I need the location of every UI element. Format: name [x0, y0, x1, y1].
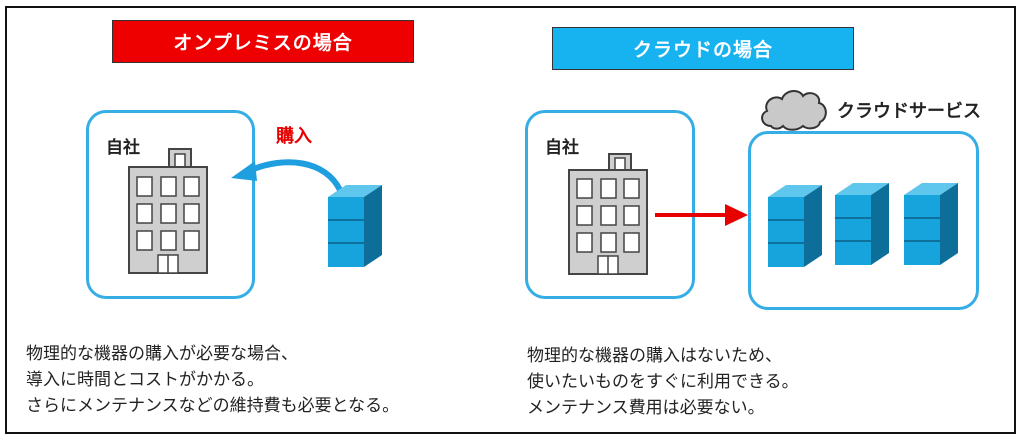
onprem-description-line: さらにメンテナンスなどの維持費も必要となる。	[26, 396, 400, 416]
cloud-service-label: クラウドサービス	[837, 101, 981, 122]
diagram-frame	[5, 6, 1016, 434]
onprem-title: オンプレミスの場合	[112, 20, 414, 63]
building-icon	[128, 148, 208, 274]
cloud-company-label: 自社	[545, 138, 579, 158]
purchase-arrow	[231, 159, 343, 192]
onprem-description-line: 物理的な機器の購入が必要な場合、	[26, 344, 298, 364]
cloud-description-line: 物理的な機器の購入はないため、	[527, 346, 782, 366]
server-icon	[835, 183, 889, 265]
server-icon	[328, 185, 382, 267]
server-icon	[904, 183, 958, 265]
onprem-company-panel	[86, 110, 255, 299]
onprem-description: 物理的な機器の購入が必要な場合、 導入に時間とコストがかかる。 さらにメンテナン…	[26, 341, 399, 419]
cloud-icon	[761, 90, 827, 131]
purchase-label: 購入	[276, 126, 312, 147]
cloud-service-panel	[748, 131, 979, 310]
cloud-description: 物理的な機器の購入はないため、 使いたいものをすぐに利用できる。 メンテナンス費…	[527, 343, 799, 421]
cloud-company-panel	[525, 110, 695, 299]
cloud-description-line: 使いたいものをすぐに利用できる。	[527, 372, 799, 392]
usage-arrow	[655, 204, 748, 226]
cloud-title: クラウドの場合	[552, 27, 854, 70]
onprem-company-label: 自社	[106, 138, 140, 158]
onprem-description-line: 導入に時間とコストがかかる。	[26, 370, 264, 390]
cloud-description-line: メンテナンス費用は必要ない。	[527, 398, 765, 418]
server-icon	[768, 185, 822, 267]
building-icon	[568, 153, 648, 275]
